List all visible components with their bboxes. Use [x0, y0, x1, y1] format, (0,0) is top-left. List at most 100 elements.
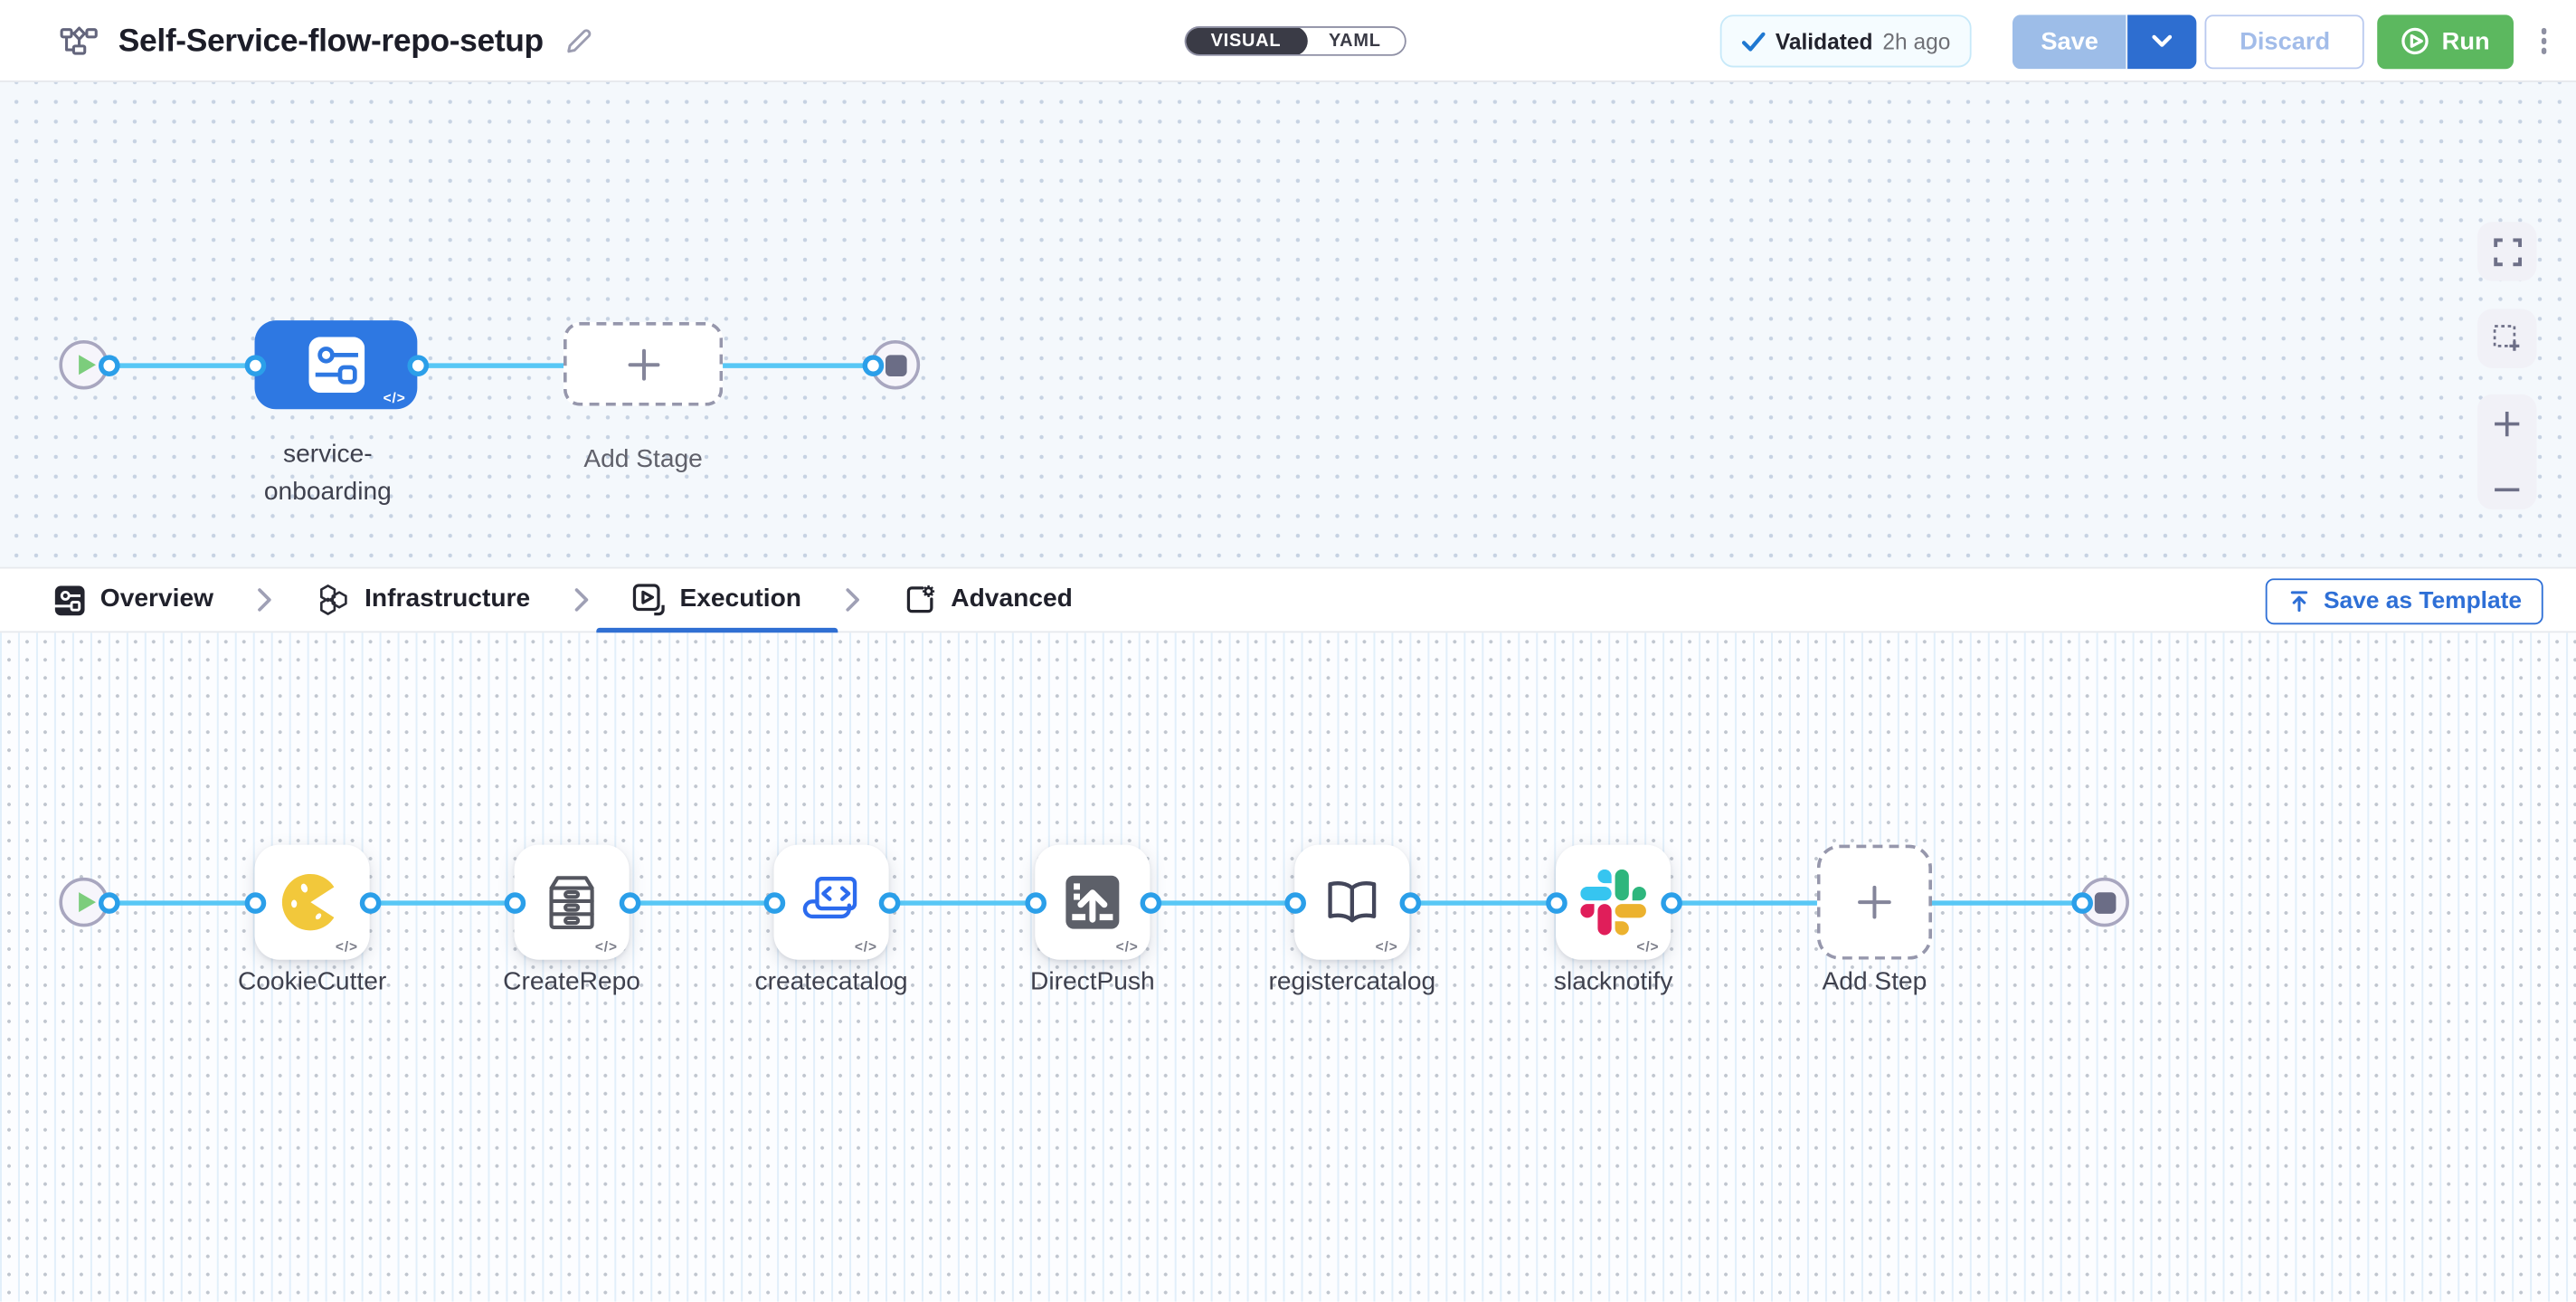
- wire: [413, 362, 567, 367]
- connector-port[interactable]: [98, 891, 119, 913]
- infrastructure-hexagons-icon: [319, 584, 347, 615]
- zoom-controls: [2477, 394, 2537, 510]
- connector-port[interactable]: [1139, 891, 1161, 913]
- validated-time: 2h ago: [1882, 28, 1951, 54]
- connector-port[interactable]: [861, 354, 884, 376]
- chevron-right-icon: [573, 586, 589, 613]
- add-stage-button[interactable]: [563, 321, 724, 406]
- connector-port[interactable]: [762, 891, 785, 913]
- marquee-select-button[interactable]: [2477, 309, 2537, 368]
- save-button[interactable]: Save: [2012, 14, 2128, 69]
- wire: [105, 899, 259, 905]
- stage-canvas[interactable]: </> service-onboarding Add Stage: [0, 81, 2576, 567]
- code-badge: </>: [1115, 938, 1139, 955]
- connector-port[interactable]: [618, 891, 640, 913]
- validated-label: Validated: [1775, 28, 1873, 54]
- save-options-button[interactable]: [2127, 14, 2197, 69]
- edit-pencil-icon[interactable]: [564, 26, 593, 56]
- fit-to-screen-button[interactable]: [2477, 222, 2537, 281]
- play-icon: [79, 892, 97, 913]
- play-icon: [79, 355, 97, 375]
- stop-icon: [2093, 891, 2116, 913]
- discard-button[interactable]: Discard: [2205, 14, 2365, 69]
- add-step-button[interactable]: [1816, 844, 1932, 960]
- connector-port[interactable]: [358, 891, 381, 913]
- check-icon: [1741, 31, 1765, 51]
- tab-overview[interactable]: Overview: [12, 568, 257, 631]
- code-badge: </>: [383, 389, 406, 406]
- advanced-gear-doc-icon: [906, 584, 934, 613]
- slack-icon: [1580, 869, 1646, 936]
- step-label: slacknotify: [1553, 967, 1673, 996]
- wire: [885, 899, 1038, 905]
- stage-label: service-onboarding: [263, 440, 392, 507]
- chevron-down-icon: [2152, 34, 2173, 47]
- catalog-code-icon: [802, 876, 857, 919]
- step-node-slacknotify[interactable]: </>: [1556, 844, 1672, 960]
- connector-port[interactable]: [2070, 891, 2093, 913]
- tab-advanced[interactable]: Advanced: [860, 568, 1115, 631]
- tab-label: Execution: [679, 584, 801, 613]
- code-badge: </>: [854, 938, 877, 955]
- connector-port[interactable]: [1283, 891, 1306, 913]
- add-stage-label: Add Stage: [583, 445, 703, 474]
- step-node-createrepo[interactable]: </>: [514, 844, 630, 960]
- connector-port[interactable]: [406, 354, 429, 376]
- wire: [1146, 899, 1298, 905]
- step-label: DirectPush: [1030, 967, 1155, 996]
- end-node: [870, 339, 921, 390]
- pipeline-flowchart-icon: [60, 26, 98, 55]
- zoom-in-icon[interactable]: [2492, 409, 2522, 439]
- execution-canvas[interactable]: </> CookieCutter </> CreateRepo: [0, 632, 2576, 1302]
- connector-port[interactable]: [98, 354, 119, 376]
- code-badge: </>: [335, 938, 358, 955]
- wire: [1406, 899, 1559, 905]
- connector-port[interactable]: [1660, 891, 1682, 913]
- tab-label: Advanced: [951, 584, 1073, 613]
- connector-port[interactable]: [243, 354, 266, 376]
- save-split-button: Save: [2012, 14, 2197, 69]
- step-node-registercatalog[interactable]: </>: [1294, 844, 1410, 960]
- toggle-yaml[interactable]: YAML: [1328, 31, 1381, 52]
- connector-port[interactable]: [1398, 891, 1421, 913]
- tab-execution[interactable]: Execution: [590, 568, 845, 633]
- save-as-template-button[interactable]: Save as Template: [2266, 578, 2543, 625]
- code-badge: </>: [1375, 938, 1398, 955]
- plus-icon: [627, 347, 659, 380]
- step-label: CookieCutter: [237, 967, 387, 996]
- step-node-directpush[interactable]: </>: [1035, 844, 1151, 960]
- connector-port[interactable]: [243, 891, 266, 913]
- connector-port[interactable]: [1545, 891, 1567, 913]
- step-label: CreateRepo: [503, 967, 640, 996]
- connector-port[interactable]: [877, 891, 900, 913]
- toggle-visual[interactable]: VISUAL: [1186, 27, 1308, 54]
- stage-node-service-onboarding[interactable]: </>: [254, 320, 418, 410]
- execution-play-icon: [632, 584, 665, 616]
- step-node-cookiecutter[interactable]: </>: [254, 844, 370, 960]
- tab-label: Overview: [99, 584, 214, 613]
- wire: [1667, 899, 1821, 905]
- run-button[interactable]: Run: [2377, 14, 2514, 69]
- upload-icon: [2291, 591, 2308, 613]
- validated-badge: Validated 2h ago: [1719, 14, 1973, 68]
- visual-yaml-toggle: VISUAL YAML: [1184, 26, 1406, 56]
- connector-port[interactable]: [1024, 891, 1046, 913]
- page-title: Self-Service-flow-repo-setup: [118, 22, 544, 59]
- code-badge: </>: [594, 938, 618, 955]
- tab-infrastructure[interactable]: Infrastructure: [272, 568, 573, 631]
- wire: [105, 362, 259, 367]
- stage-tab-bar: Overview Infrastructure: [0, 566, 2576, 633]
- stop-icon: [885, 354, 906, 376]
- more-options-icon[interactable]: [2534, 22, 2553, 61]
- zoom-out-icon[interactable]: [2492, 485, 2522, 495]
- wire: [626, 899, 778, 905]
- fullscreen-icon: [2493, 237, 2522, 266]
- wire: [366, 899, 518, 905]
- tab-label: Infrastructure: [365, 584, 531, 613]
- chevron-right-icon: [256, 586, 272, 613]
- chevron-right-icon: [844, 586, 860, 613]
- step-node-createcatalog[interactable]: </>: [773, 844, 889, 960]
- header: Self-Service-flow-repo-setup VISUAL YAML…: [0, 0, 2576, 82]
- connector-port[interactable]: [503, 891, 526, 913]
